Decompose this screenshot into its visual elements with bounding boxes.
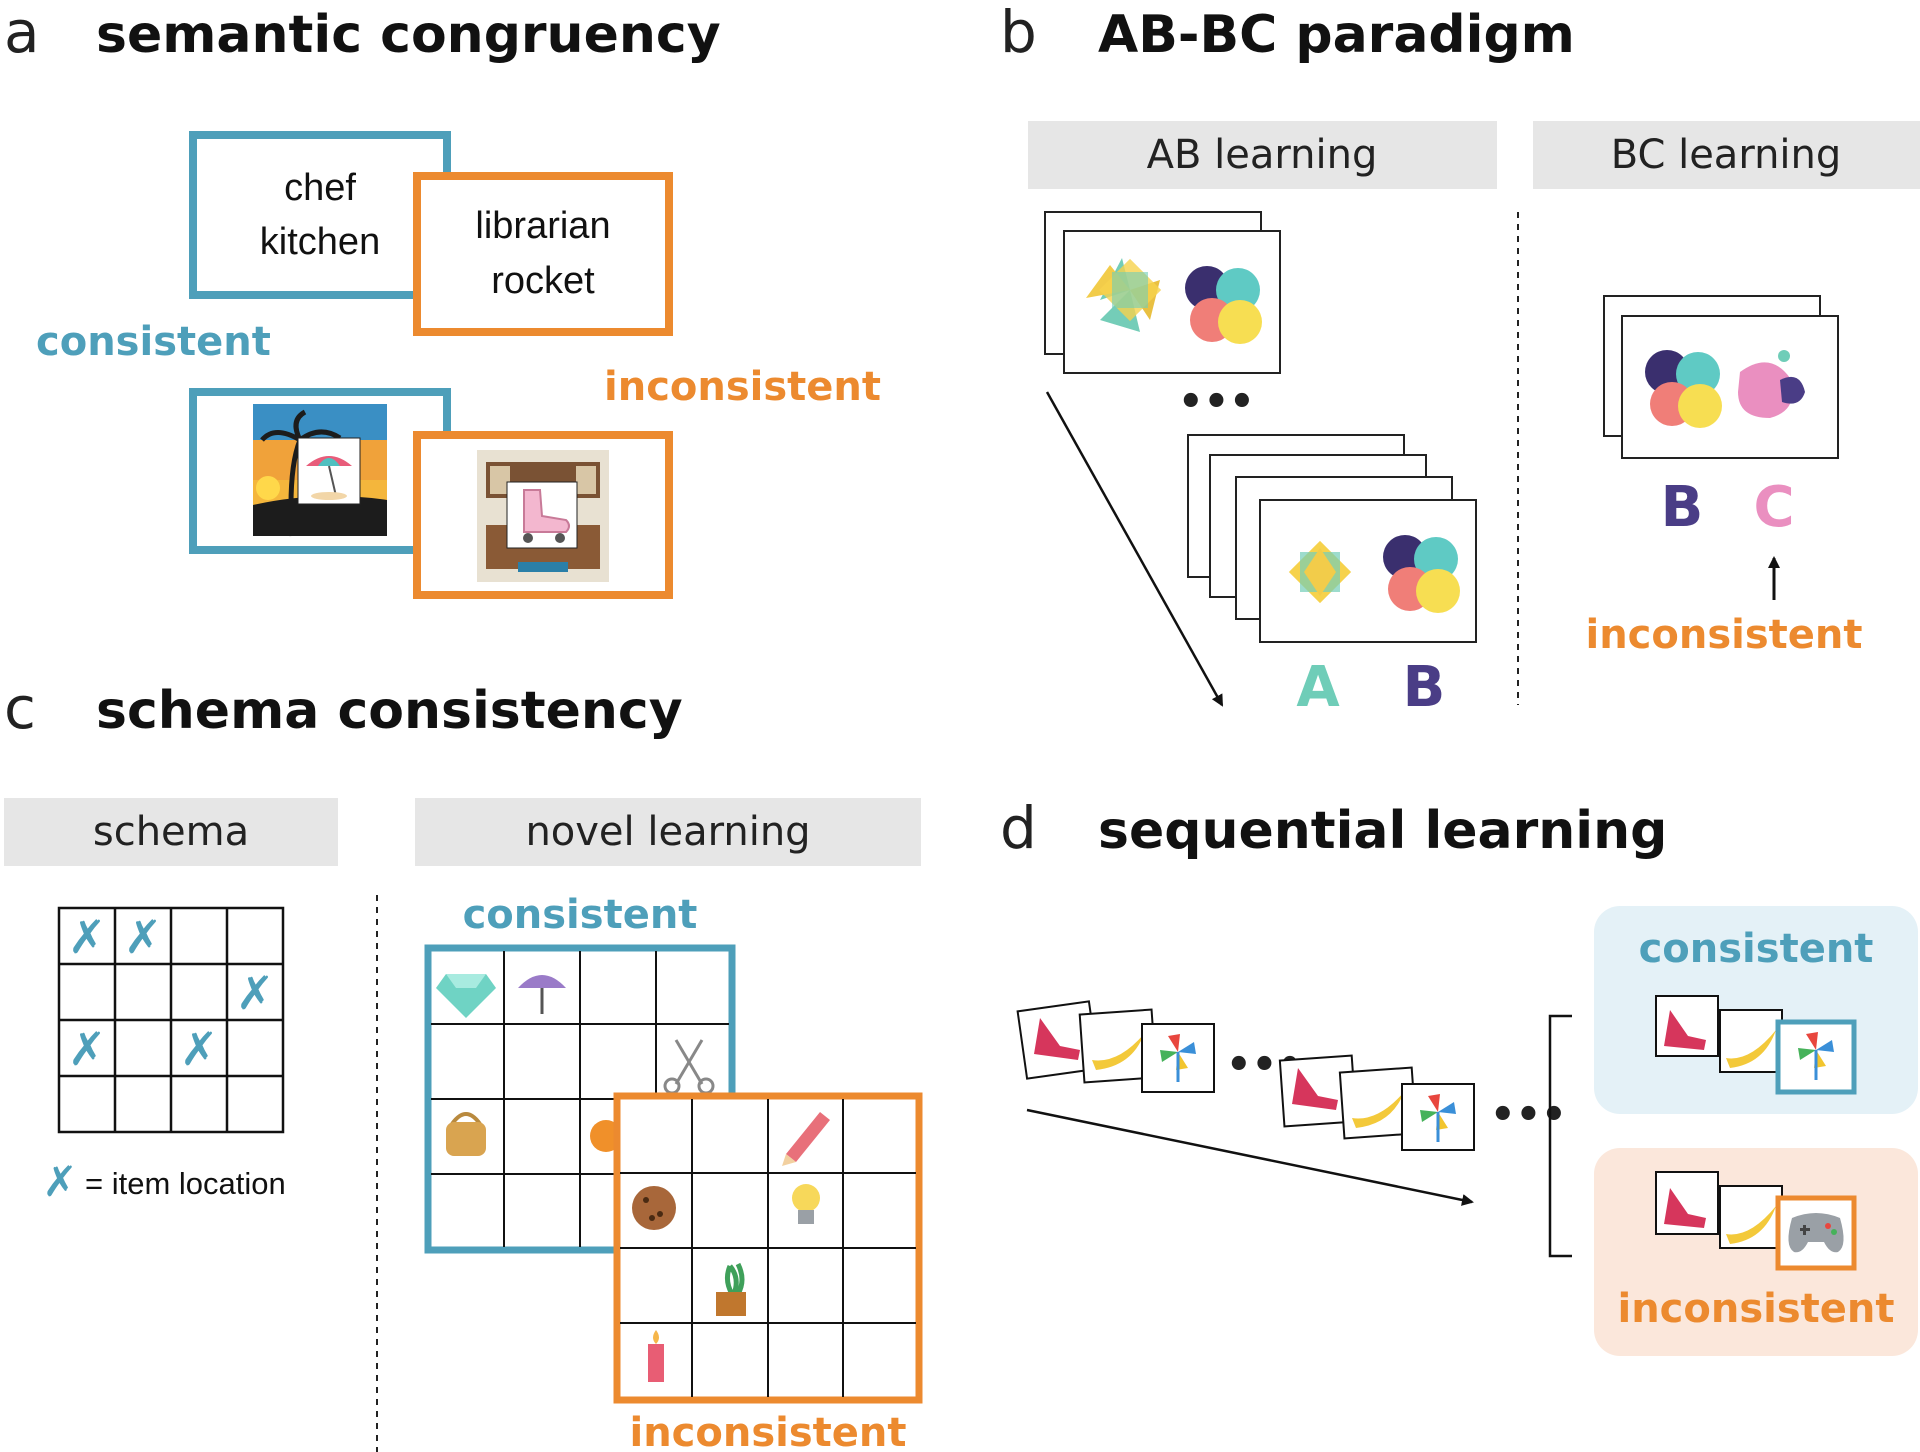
high-heel-icon xyxy=(1292,1068,1338,1110)
letter-b-bc: B xyxy=(1661,475,1704,540)
pinwheel-toy-icon xyxy=(1420,1094,1456,1142)
sequence-time-arrow xyxy=(1026,1108,1474,1206)
circles-stimulus-b-2 xyxy=(1383,535,1460,613)
bc-learning-header xyxy=(1533,121,1920,189)
novel-learning-header-text: novel learning xyxy=(525,809,810,855)
panel-b-letter: b xyxy=(1000,0,1037,66)
umbrella-icon xyxy=(518,975,566,1014)
circles-stimulus-b xyxy=(1185,266,1262,344)
panel-c-letter: c xyxy=(4,674,36,742)
banana-icon xyxy=(1352,1092,1404,1128)
ab-learning-header-text: AB learning xyxy=(1147,132,1378,178)
sequence-1 xyxy=(1016,1000,1215,1093)
letter-a: A xyxy=(1296,655,1340,720)
panel-a-inconsistent-label: inconsistent xyxy=(604,364,881,410)
panel-b-inconsistent-label: inconsistent xyxy=(1585,612,1862,658)
sequence-2 xyxy=(1278,1054,1475,1151)
outcome-bracket xyxy=(1548,1014,1572,1258)
consistent-outcome-box: consistent xyxy=(1594,906,1918,1114)
pinwheel-toy-icon xyxy=(1160,1034,1196,1082)
word-card-consistent: chef kitchen xyxy=(189,131,451,299)
panel-d: d sequential learning ••• xyxy=(1000,794,1918,1356)
panel-a-consistent-label: consistent xyxy=(36,319,271,365)
legend-x-icon: ✗ xyxy=(42,1157,77,1206)
panel-a-letter: a xyxy=(4,0,40,66)
novel-learning-header xyxy=(415,798,921,866)
banana-icon xyxy=(1726,1206,1776,1244)
image-card-inconsistent xyxy=(413,431,673,599)
word-rocket: rocket xyxy=(491,260,595,302)
high-heel-icon xyxy=(1034,1018,1080,1060)
x-mark-icon: ✗ xyxy=(180,1022,219,1076)
ab-learning-header xyxy=(1028,121,1497,189)
panel-c-inconsistent-label: inconsistent xyxy=(629,1410,906,1452)
schema-grid xyxy=(57,906,285,1134)
banana-icon xyxy=(1726,1030,1776,1068)
x-mark-icon: ✗ xyxy=(68,910,107,964)
lightbulb-icon xyxy=(792,1184,820,1224)
diamond-icon xyxy=(436,974,496,1018)
blob-stimulus-c xyxy=(1738,350,1805,418)
image-card-consistent xyxy=(189,388,451,554)
novel-grid-inconsistent xyxy=(613,1092,923,1404)
schema-header-text: schema xyxy=(93,809,249,855)
letter-c: C xyxy=(1753,475,1794,540)
panel-a: a semantic congruency chef kitchen libra… xyxy=(4,0,881,599)
cookie-icon xyxy=(632,1186,676,1230)
gamepad-icon xyxy=(1788,1213,1844,1253)
panel-c-title: schema consistency xyxy=(96,681,683,741)
letter-b: B xyxy=(1403,655,1446,720)
banana-icon xyxy=(1092,1034,1144,1070)
ab-card-stack-1 xyxy=(1044,211,1281,374)
high-heel-icon xyxy=(1664,1010,1706,1050)
plant-icon xyxy=(716,1262,746,1316)
beach-scene-image xyxy=(253,404,387,537)
high-heel-icon xyxy=(1664,1188,1706,1228)
ab-card-stack-2 xyxy=(1187,434,1477,643)
pinwheel-stimulus-a-2 xyxy=(1288,540,1352,604)
ab-time-arrow xyxy=(1045,391,1224,707)
inconsistent-outcome-box: inconsistent xyxy=(1594,1148,1918,1356)
handbag-icon xyxy=(446,1112,486,1156)
panel-d-consistent-label: consistent xyxy=(1639,926,1874,972)
panel-c: c schema consistency schema novel learni… xyxy=(4,674,923,1452)
x-mark-icon: ✗ xyxy=(124,910,163,964)
word-librarian: librarian xyxy=(475,205,610,247)
panel-b: b AB-BC paradigm AB learning BC learning xyxy=(1000,0,1920,720)
legend-text: = item location xyxy=(85,1166,286,1201)
circles-stimulus-b-3 xyxy=(1645,350,1722,428)
pinwheel-toy-icon xyxy=(1798,1032,1834,1080)
panel-d-inconsistent-label: inconsistent xyxy=(1617,1286,1894,1332)
bc-learning-header-text: BC learning xyxy=(1611,132,1842,178)
pencil-icon xyxy=(782,1112,830,1166)
bc-card-stack xyxy=(1603,295,1839,459)
schema-x-marks: ✗ ✗ ✗ ✗ ✗ xyxy=(68,910,275,1076)
panel-d-letter: d xyxy=(1000,794,1037,862)
room-scene-image xyxy=(477,450,609,582)
word-chef: chef xyxy=(284,167,356,209)
panel-d-ellipsis-2: ••• xyxy=(1490,1092,1567,1138)
panel-a-title: semantic congruency xyxy=(96,5,721,65)
schema-header xyxy=(4,798,338,866)
word-card-inconsistent: librarian rocket xyxy=(413,172,673,336)
candle-icon xyxy=(648,1330,664,1382)
x-mark-icon: ✗ xyxy=(236,966,275,1020)
panel-b-title: AB-BC paradigm xyxy=(1098,5,1575,65)
word-kitchen: kitchen xyxy=(260,221,380,263)
panel-d-title: sequential learning xyxy=(1098,801,1667,861)
panel-b-ellipsis: ••• xyxy=(1178,379,1255,425)
panel-c-consistent-label: consistent xyxy=(463,892,698,938)
x-mark-icon: ✗ xyxy=(68,1022,107,1076)
pinwheel-stimulus-a xyxy=(1086,258,1162,332)
